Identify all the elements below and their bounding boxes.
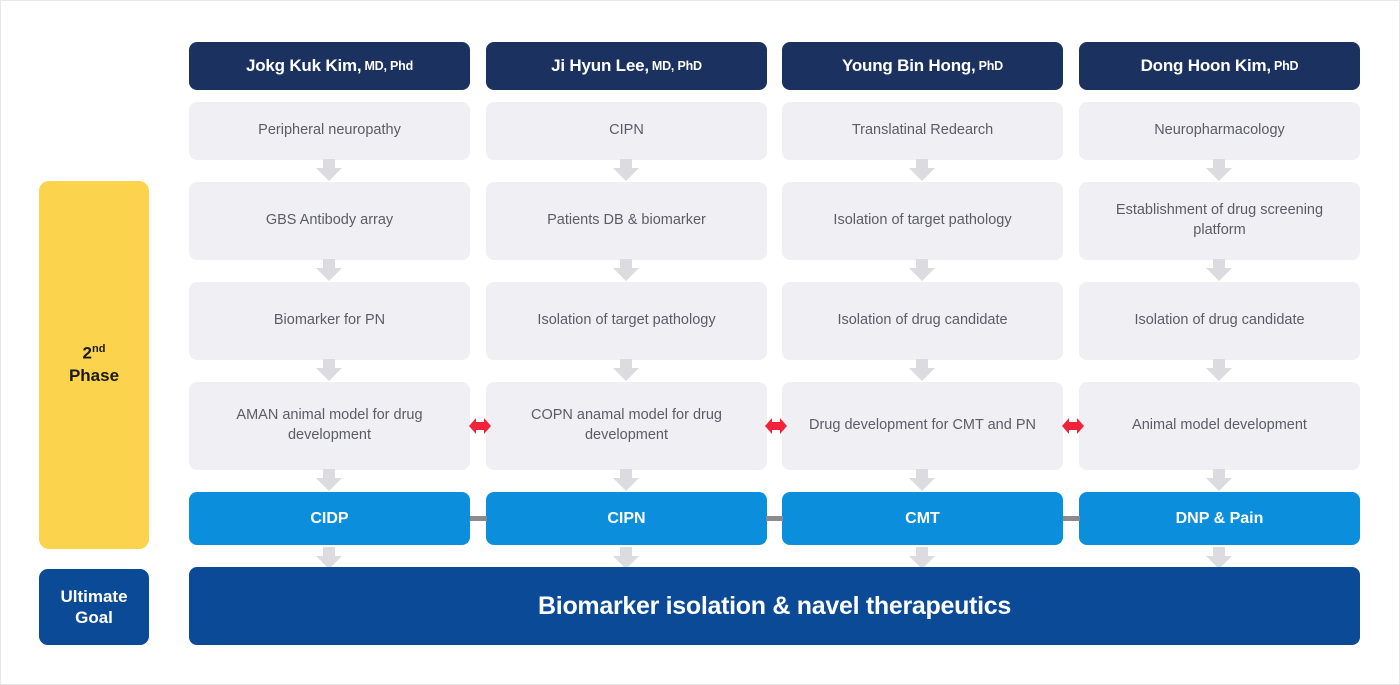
down-arrow-icon bbox=[613, 469, 639, 491]
step-box[interactable]: COPN anamal model for drug development bbox=[486, 382, 767, 470]
outcome-box[interactable]: CIPN bbox=[486, 492, 767, 545]
phase-ordinal: nd bbox=[92, 342, 106, 355]
step-text: Isolation of target pathology bbox=[537, 312, 716, 329]
ultimate-goal-label-text: Ultimate Goal bbox=[60, 586, 127, 629]
step-box[interactable]: Patients DB & biomarker bbox=[486, 182, 767, 260]
down-arrow-icon bbox=[613, 159, 639, 181]
down-arrow-icon bbox=[316, 469, 342, 491]
phase-label-text: 2nd Phase bbox=[69, 342, 119, 389]
down-arrow-icon bbox=[1206, 547, 1232, 569]
person-name: Jokg Kuk Kim, bbox=[245, 56, 362, 75]
down-arrow-icon bbox=[613, 259, 639, 281]
person-name: Dong Hoon Kim, bbox=[1140, 56, 1272, 75]
outcome-connector-line bbox=[1063, 516, 1080, 521]
down-arrow-icon bbox=[1206, 159, 1232, 181]
step-box[interactable]: Isolation of target pathology bbox=[486, 282, 767, 360]
outcome-label: CIDP bbox=[310, 509, 349, 527]
down-arrow-icon bbox=[613, 547, 639, 569]
step-box[interactable]: Isolation of drug candidate bbox=[1079, 282, 1360, 360]
bidirectional-arrow-icon bbox=[765, 416, 787, 436]
person-degree: MD, Phd bbox=[364, 59, 414, 73]
bidirectional-arrow-icon bbox=[1062, 416, 1084, 436]
step-text: Establishment of drug screening platform bbox=[1115, 202, 1324, 238]
step-text: AMAN animal model for drug development bbox=[236, 407, 423, 443]
person-header[interactable]: Dong Hoon Kim, PhD bbox=[1079, 42, 1360, 90]
step-text: Isolation of drug candidate bbox=[1134, 312, 1305, 329]
outcome-label: DNP & Pain bbox=[1175, 509, 1264, 527]
phase-number: 2 bbox=[82, 343, 92, 363]
down-arrow-icon bbox=[316, 259, 342, 281]
step-box[interactable]: Animal model development bbox=[1079, 382, 1360, 470]
person-degree: PhD bbox=[978, 59, 1004, 73]
outcome-box[interactable]: CIDP bbox=[189, 492, 470, 545]
ultimate-goal-banner[interactable]: Biomarker isolation & navel therapeutics bbox=[189, 567, 1360, 645]
down-arrow-icon bbox=[316, 547, 342, 569]
ultimate-goal-line-1: Ultimate bbox=[60, 586, 128, 606]
person-degree: PhD bbox=[1273, 59, 1299, 73]
step-box[interactable]: GBS Antibody array bbox=[189, 182, 470, 260]
outcome-connector-line bbox=[766, 516, 783, 521]
person-degree: MD, PhD bbox=[651, 59, 702, 73]
step-box[interactable]: Peripheral neuropathy bbox=[189, 102, 470, 160]
person-name: Young Bin Hong, bbox=[841, 56, 976, 75]
step-box[interactable]: Biomarker for PN bbox=[189, 282, 470, 360]
step-text: Translatinal Redearch bbox=[851, 122, 994, 139]
step-text: Patients DB & biomarker bbox=[547, 212, 706, 229]
person-header[interactable]: Young Bin Hong, PhD bbox=[782, 42, 1063, 90]
step-text: CIPN bbox=[609, 122, 644, 139]
step-text: GBS Antibody array bbox=[265, 212, 394, 229]
outcome-box[interactable]: CMT bbox=[782, 492, 1063, 545]
step-box[interactable]: Establishment of drug screening platform bbox=[1079, 182, 1360, 260]
outcome-label: CIPN bbox=[607, 509, 646, 527]
step-text: Biomarker for PN bbox=[273, 312, 386, 329]
step-box[interactable]: Translatinal Redearch bbox=[782, 102, 1063, 160]
down-arrow-icon bbox=[909, 469, 935, 491]
down-arrow-icon bbox=[1206, 259, 1232, 281]
person-header[interactable]: Jokg Kuk Kim, MD, Phd bbox=[189, 42, 470, 90]
down-arrow-icon bbox=[1206, 469, 1232, 491]
ultimate-goal-banner-text: Biomarker isolation & navel therapeutics bbox=[538, 591, 1011, 620]
down-arrow-icon bbox=[909, 159, 935, 181]
step-text: COPN anamal model for drug development bbox=[531, 407, 722, 443]
step-box[interactable]: Drug development for CMT and PN bbox=[782, 382, 1063, 470]
down-arrow-icon bbox=[909, 547, 935, 569]
step-box[interactable]: CIPN bbox=[486, 102, 767, 160]
outcome-label: CMT bbox=[905, 509, 940, 527]
step-box[interactable]: Neuropharmacology bbox=[1079, 102, 1360, 160]
person-header[interactable]: Ji Hyun Lee, MD, PhD bbox=[486, 42, 767, 90]
outcome-connector-line bbox=[470, 516, 487, 521]
step-box[interactable]: Isolation of target pathology bbox=[782, 182, 1063, 260]
step-text: Isolation of drug candidate bbox=[837, 312, 1008, 329]
step-box[interactable]: Isolation of drug candidate bbox=[782, 282, 1063, 360]
ultimate-goal-line-2: Goal bbox=[75, 608, 113, 627]
phase-word: Phase bbox=[68, 366, 120, 386]
outcome-box[interactable]: DNP & Pain bbox=[1079, 492, 1360, 545]
bidirectional-arrow-icon bbox=[469, 416, 491, 436]
down-arrow-icon bbox=[613, 359, 639, 381]
down-arrow-icon bbox=[909, 359, 935, 381]
step-text: Peripheral neuropathy bbox=[258, 122, 401, 139]
down-arrow-icon bbox=[316, 359, 342, 381]
step-box[interactable]: AMAN animal model for drug development bbox=[189, 382, 470, 470]
step-text: Animal model development bbox=[1132, 417, 1307, 434]
step-text: Isolation of target pathology bbox=[833, 212, 1012, 229]
down-arrow-icon bbox=[909, 259, 935, 281]
step-text: Drug development for CMT and PN bbox=[808, 417, 1036, 434]
ultimate-goal-label-box: Ultimate Goal bbox=[39, 569, 149, 645]
phase-label-box: 2nd Phase bbox=[39, 181, 149, 549]
step-text: Neuropharmacology bbox=[1154, 122, 1285, 139]
down-arrow-icon bbox=[1206, 359, 1232, 381]
down-arrow-icon bbox=[316, 159, 342, 181]
person-name: Ji Hyun Lee, bbox=[551, 56, 649, 75]
